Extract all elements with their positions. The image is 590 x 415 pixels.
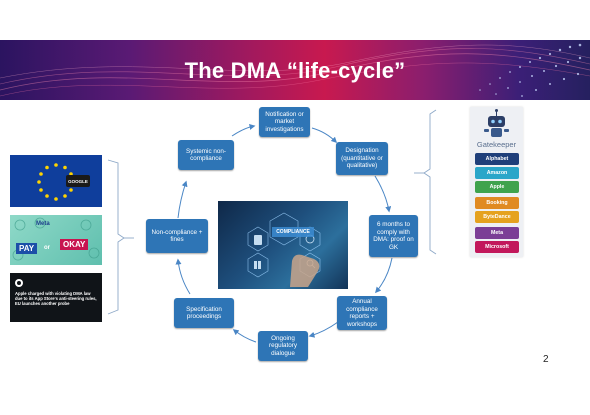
compliance-illustration bbox=[247, 212, 321, 287]
eu-google-thumbnail: GOOGLE bbox=[10, 155, 102, 207]
node-designation: Designation (quantitative or qualitative… bbox=[336, 142, 388, 175]
arrow-noncompliance-systemic bbox=[177, 180, 188, 219]
compliance-image: COMPLIANCE bbox=[218, 201, 348, 289]
meta-pay-or-okay-thumbnail: Meta PAY or OKAY bbox=[10, 215, 102, 265]
hand-shape bbox=[290, 254, 320, 287]
node-annual-reports: Annual compliance reports + workshops bbox=[337, 296, 387, 330]
node-regulatory-dialogue: Ongoing regulatory dialogue bbox=[258, 331, 308, 361]
arrow-specification-noncompliance bbox=[175, 258, 191, 295]
slide-title: The DMA “life-cycle” bbox=[184, 58, 406, 83]
banner-wave-decoration bbox=[0, 44, 590, 97]
title-banner bbox=[0, 40, 590, 100]
arrow-designation-6months bbox=[374, 175, 392, 213]
news-logo-icon bbox=[15, 279, 23, 287]
apple-news-thumbnail: Apple charged with violating DMA law due… bbox=[10, 273, 102, 322]
gatekeeper-amazon: Amazon bbox=[475, 167, 519, 179]
apple-headline: Apple charged with violating DMA law due… bbox=[15, 291, 97, 306]
books-icon bbox=[254, 261, 257, 269]
gatekeeper-microsoft: Microsoft bbox=[475, 241, 519, 253]
robot-icon bbox=[484, 109, 509, 137]
eu-stars-icon bbox=[37, 163, 90, 201]
node-notification: Notification or market investigations bbox=[259, 107, 310, 137]
gatekeeper-bytedance: ByteDance bbox=[475, 211, 519, 223]
google-phone-label: GOOGLE bbox=[68, 178, 88, 184]
banner-dot-pattern bbox=[479, 43, 582, 97]
page-number: 2 bbox=[543, 354, 549, 365]
arrow-dialogue-specification bbox=[232, 329, 257, 343]
left-bracket bbox=[107, 159, 134, 315]
arrow-notification-designation bbox=[311, 127, 338, 144]
gatekeeper-label: Gatekeeper bbox=[476, 140, 517, 149]
node-six-months: 6 months to comply with DMA: proof on GK bbox=[369, 215, 418, 257]
gatekeeper-booking: Booking bbox=[475, 197, 519, 209]
node-non-compliance-fines: Non-compliance + fines bbox=[146, 219, 208, 253]
meta-brand-label: Meta bbox=[36, 221, 50, 227]
arrow-annual-dialogue bbox=[308, 321, 339, 338]
gatekeeper-apple: Apple bbox=[475, 181, 519, 193]
arrow-6months-annual bbox=[375, 257, 393, 294]
okay-label: OKAY bbox=[60, 239, 89, 250]
document-icon bbox=[254, 235, 262, 245]
node-systemic-non-compliance: Systemic non-compliance bbox=[178, 140, 234, 170]
node-specification: Specification proceedings bbox=[174, 298, 234, 328]
gatekeeper-alphabet: Alphabet bbox=[475, 153, 519, 165]
euro-pattern bbox=[12, 217, 100, 261]
right-bracket bbox=[414, 109, 437, 255]
pay-label: PAY bbox=[16, 243, 38, 254]
or-label: or bbox=[44, 245, 50, 251]
arrow-systemic-notification bbox=[231, 123, 256, 137]
gatekeeper-meta: Meta bbox=[475, 227, 519, 239]
compliance-badge: COMPLIANCE bbox=[272, 227, 314, 237]
